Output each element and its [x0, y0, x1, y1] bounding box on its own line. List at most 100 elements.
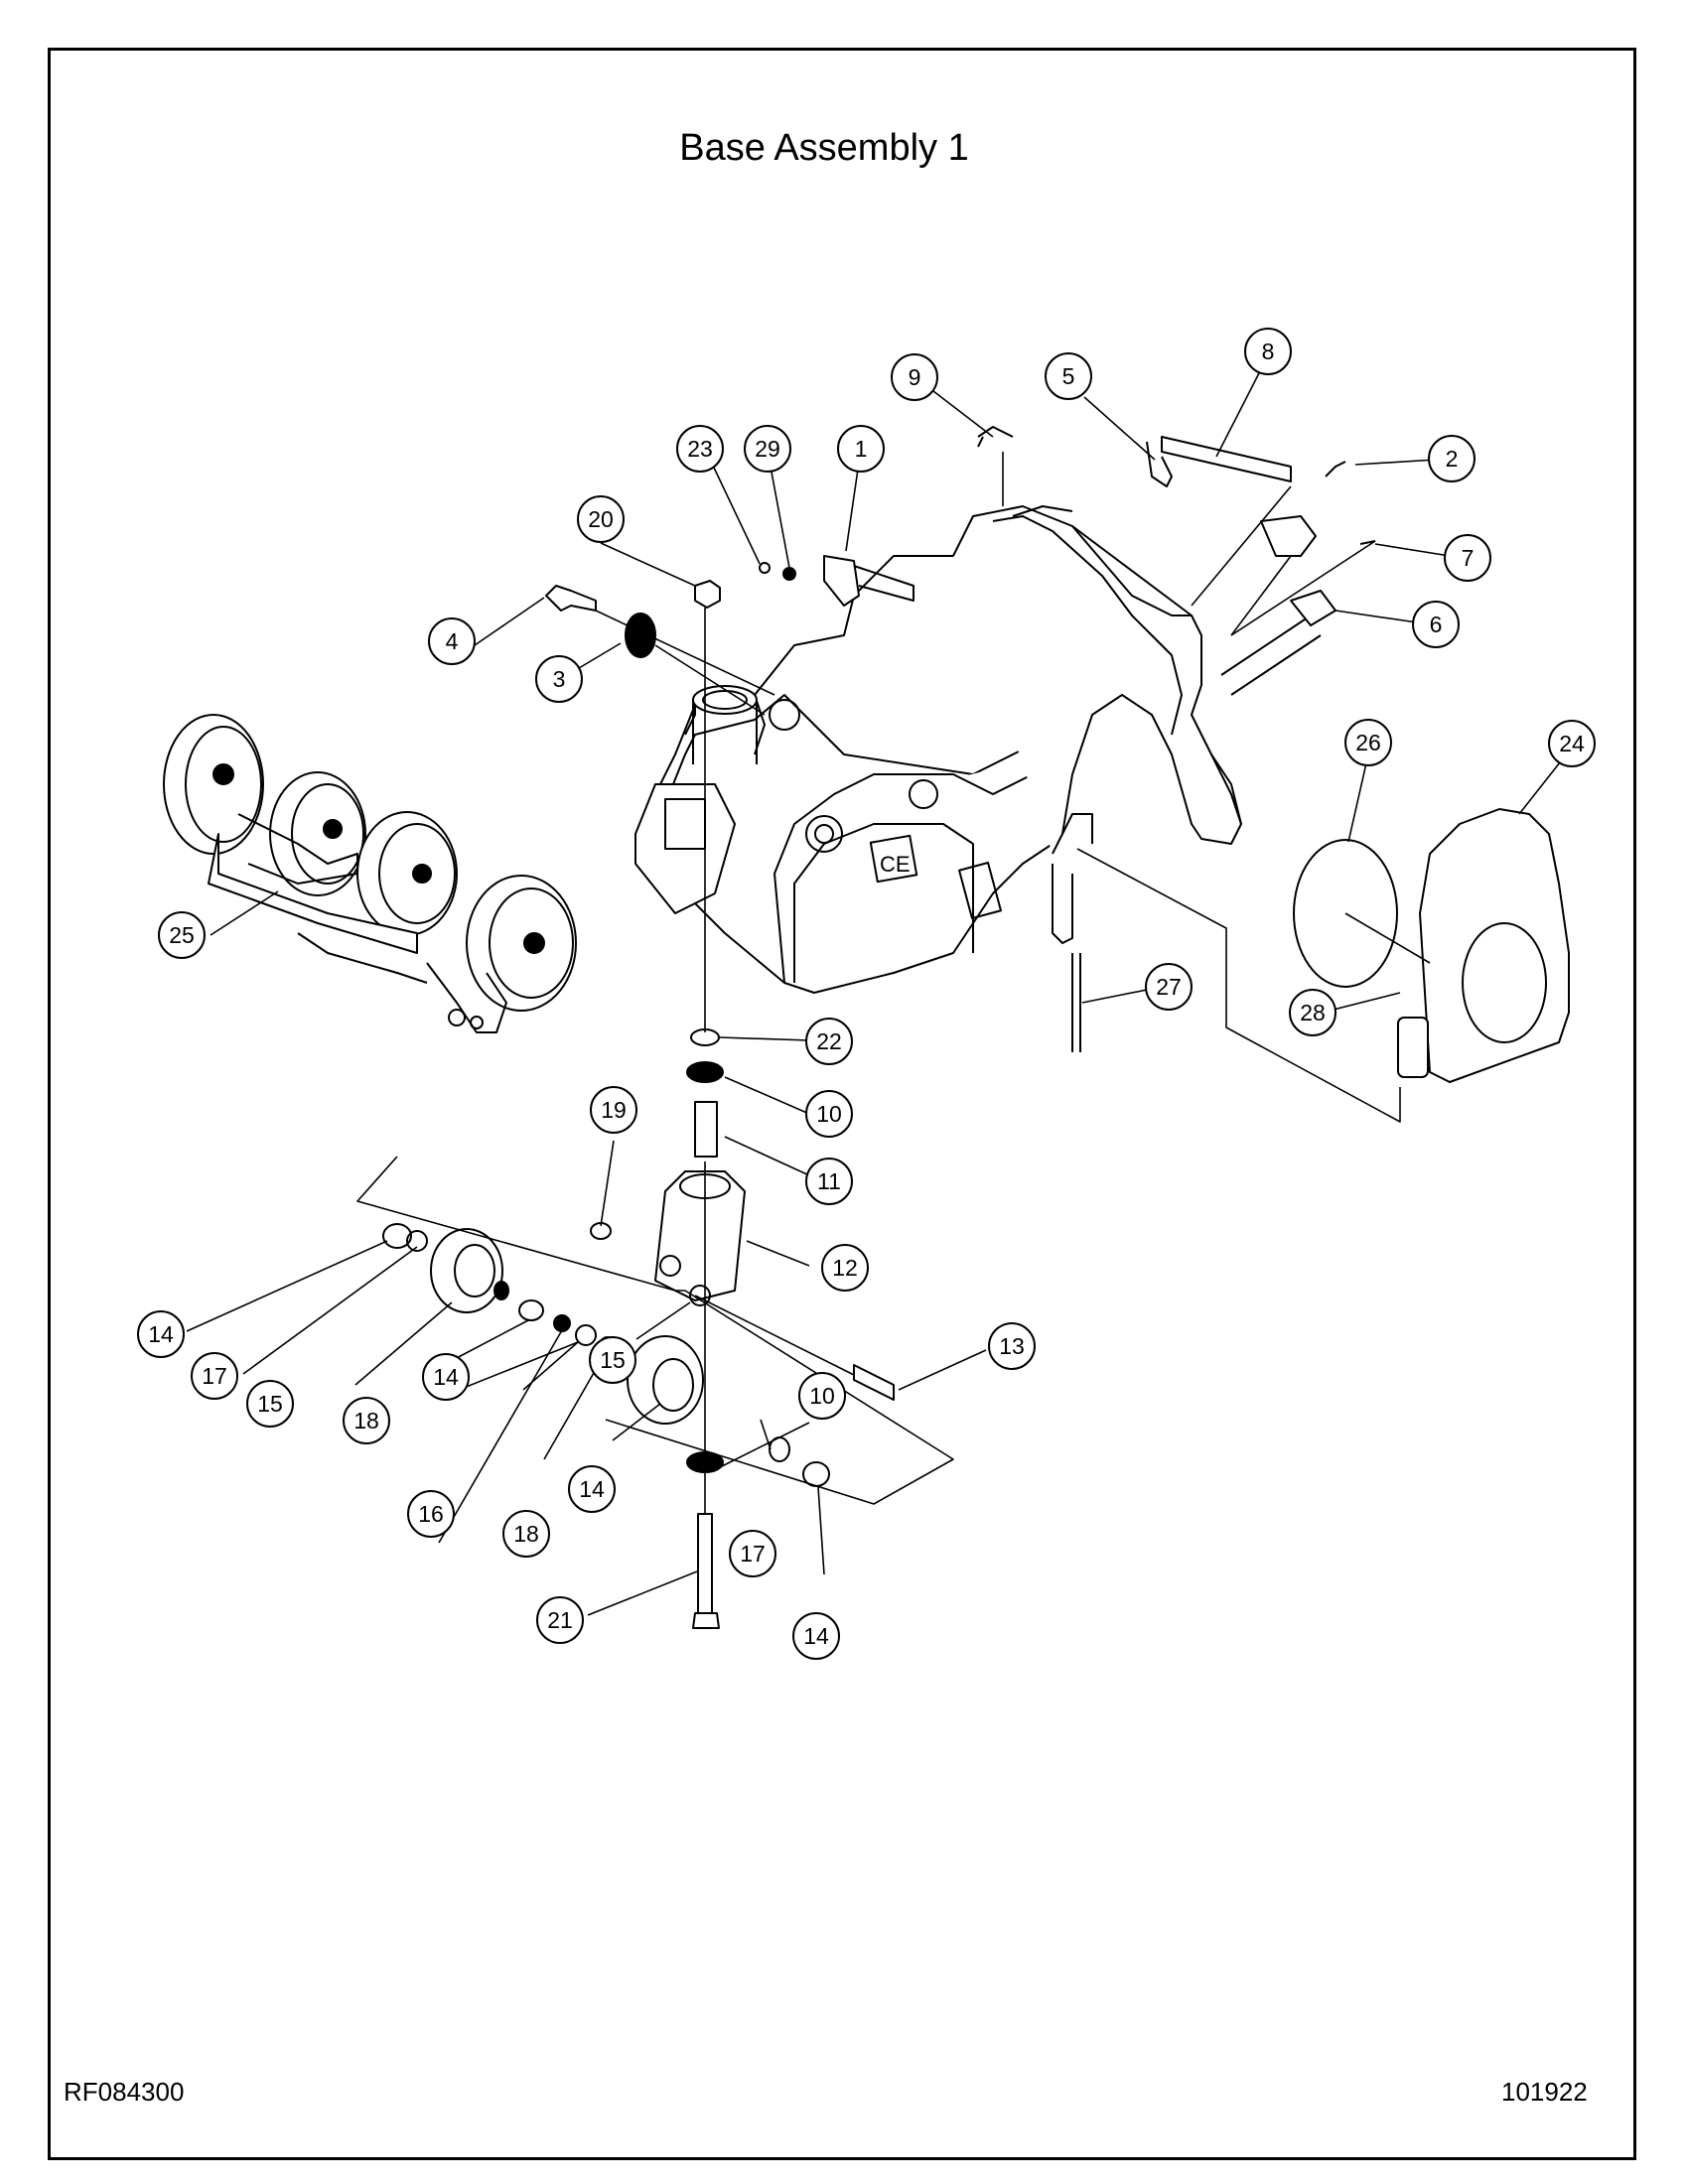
- callout-14: 14: [422, 1353, 470, 1401]
- callout-circle: [792, 1612, 840, 1660]
- document-number: RF084300: [64, 2077, 185, 2107]
- callout-24: 24: [1548, 720, 1596, 767]
- callout-circle: [1145, 963, 1193, 1011]
- callout-7: 7: [1444, 534, 1491, 582]
- callout-10: 10: [798, 1372, 846, 1420]
- callout-circle: [676, 425, 724, 473]
- callout-label: 14: [148, 1321, 174, 1347]
- callout-circle: [589, 1336, 636, 1384]
- callout-circle: [590, 1086, 637, 1134]
- callout-label: 4: [446, 628, 459, 654]
- callout-label: 18: [353, 1408, 379, 1433]
- callout-11: 11: [805, 1158, 853, 1205]
- callout-circle: [502, 1510, 550, 1558]
- callout-12: 12: [821, 1244, 869, 1292]
- callout-5: 5: [1045, 352, 1092, 400]
- callout-18: 18: [343, 1397, 390, 1444]
- callout-29: 29: [744, 425, 791, 473]
- callout-label: 22: [816, 1028, 842, 1054]
- callout-label: 17: [740, 1541, 766, 1567]
- callout-16: 16: [407, 1490, 455, 1538]
- callout-circle: [1289, 989, 1336, 1036]
- callout-23: 23: [676, 425, 724, 473]
- callout-20: 20: [577, 495, 625, 543]
- callout-21: 21: [536, 1596, 584, 1644]
- callout-label: 28: [1300, 1000, 1326, 1025]
- callout-label: 8: [1262, 339, 1275, 364]
- callout-1: 1: [837, 425, 885, 473]
- callout-label: 14: [433, 1364, 459, 1390]
- callout-circle: [837, 425, 885, 473]
- callout-17: 17: [729, 1530, 776, 1577]
- callout-label: 27: [1156, 974, 1182, 1000]
- callout-label: 19: [601, 1097, 627, 1123]
- callout-25: 25: [158, 911, 206, 959]
- callout-label: 10: [816, 1101, 842, 1127]
- callout-4: 4: [428, 617, 476, 665]
- callout-label: 16: [418, 1501, 444, 1527]
- callout-6: 6: [1412, 601, 1460, 648]
- callout-circle: [1244, 328, 1292, 375]
- callout-circle: [343, 1397, 390, 1444]
- callout-label: 14: [579, 1476, 605, 1502]
- callout-label: 23: [687, 436, 713, 462]
- callout-22: 22: [805, 1018, 853, 1065]
- callout-label: 13: [999, 1333, 1025, 1359]
- callout-circle: [568, 1465, 616, 1513]
- callout-label: 1: [855, 436, 868, 462]
- callout-15: 15: [589, 1336, 636, 1384]
- callout-26: 26: [1344, 719, 1392, 766]
- callout-14: 14: [792, 1612, 840, 1660]
- callout-label: 26: [1355, 730, 1381, 755]
- callout-label: 10: [809, 1383, 835, 1409]
- callout-2: 2: [1428, 435, 1476, 482]
- callout-circle: [891, 353, 938, 401]
- callout-circle: [158, 911, 206, 959]
- base-casting: CE: [634, 505, 1322, 994]
- callout-label: 2: [1446, 446, 1459, 472]
- callout-leaders: [186, 368, 1576, 1616]
- callout-circle: [535, 655, 583, 703]
- callout-circle: [137, 1310, 185, 1358]
- callout-circle: [805, 1158, 853, 1205]
- callout-label: 17: [202, 1363, 227, 1389]
- drawing-border: [48, 48, 1636, 2160]
- callout-label: 25: [169, 922, 195, 948]
- callout-circle: [428, 617, 476, 665]
- callout-circle: [744, 425, 791, 473]
- callout-label: 5: [1062, 363, 1075, 389]
- callout-label: 6: [1430, 612, 1443, 637]
- callout-label: 24: [1559, 731, 1585, 756]
- revision-date: 101922: [1501, 2077, 1588, 2107]
- callout-19: 19: [590, 1086, 637, 1134]
- callout-8: 8: [1244, 328, 1292, 375]
- callout-circle: [729, 1530, 776, 1577]
- callout-14: 14: [568, 1465, 616, 1513]
- callout-circle: [1444, 534, 1491, 582]
- callout-circle: [988, 1322, 1036, 1370]
- callout-label: 20: [588, 506, 614, 532]
- parts: [382, 426, 1570, 1629]
- callout-label: 3: [553, 666, 566, 692]
- callout-circle: [1548, 720, 1596, 767]
- wheel-carriage-assembly: [163, 714, 577, 1033]
- callout-27: 27: [1145, 963, 1193, 1011]
- callout-28: 28: [1289, 989, 1336, 1036]
- callout-label: 7: [1462, 545, 1475, 571]
- drawing-title: Base Assembly 1: [679, 127, 969, 169]
- callout-14: 14: [137, 1310, 185, 1358]
- callout-label: 12: [832, 1255, 858, 1281]
- callout-3: 3: [535, 655, 583, 703]
- svg-text:CE: CE: [880, 852, 911, 877]
- callout-circle: [246, 1380, 294, 1428]
- callout-circle: [1428, 435, 1476, 482]
- callout-circle: [805, 1090, 853, 1138]
- callout-label: 18: [513, 1521, 539, 1547]
- callout-label: 11: [817, 1168, 841, 1194]
- callout-10: 10: [805, 1090, 853, 1138]
- callout-circle: [1045, 352, 1092, 400]
- callout-label: 21: [547, 1607, 573, 1633]
- callout-13: 13: [988, 1322, 1036, 1370]
